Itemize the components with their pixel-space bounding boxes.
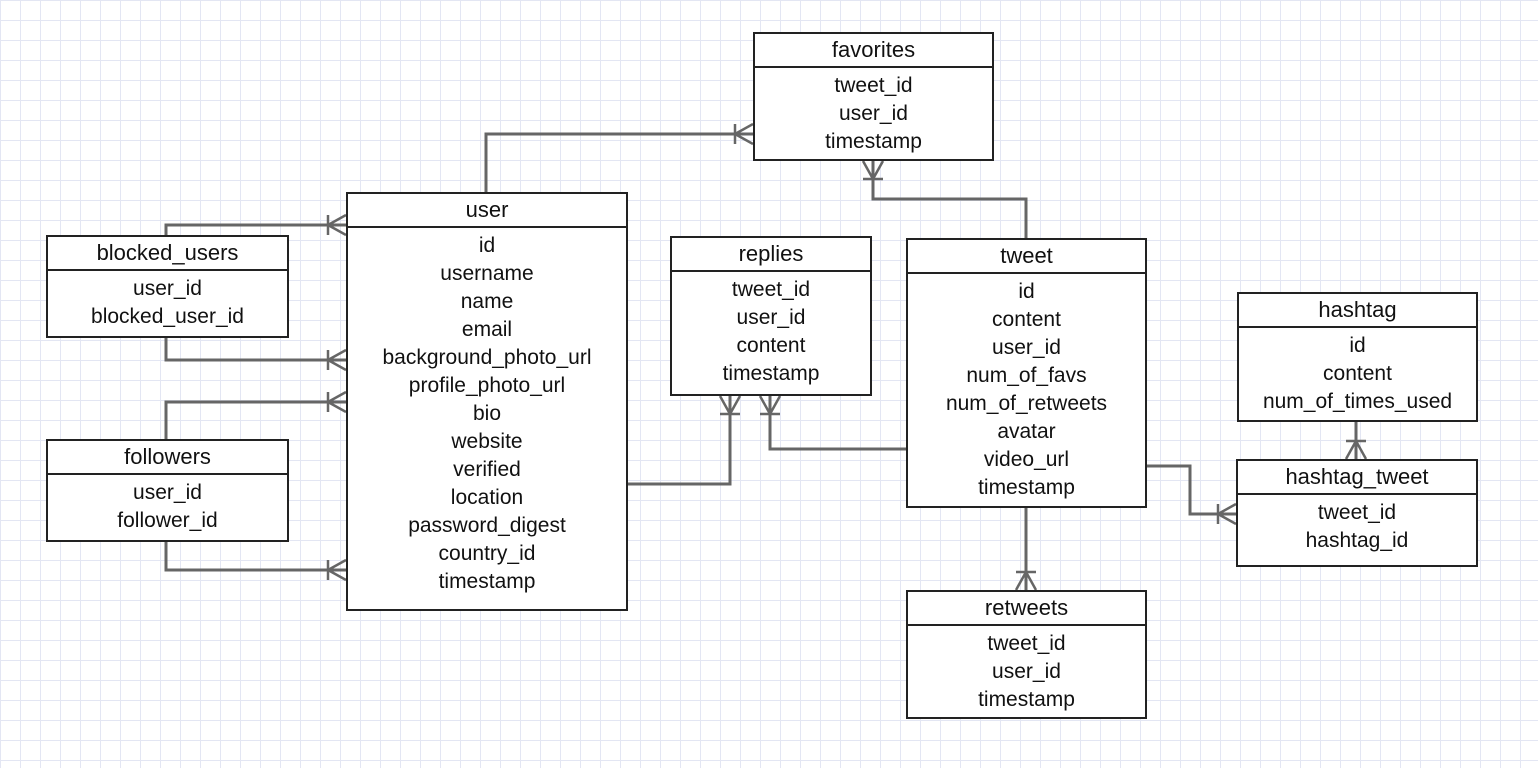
entity-hashtag-tweet[interactable]: hashtag_tweet tweet_id hashtag_id [1236,459,1478,567]
entity-field: user_id [133,481,202,504]
entity-field: user_id [992,336,1061,359]
entity-field: num_of_retweets [945,392,1108,415]
entity-field: username [440,262,534,285]
entity-title: blocked_users [48,237,287,271]
entity-field: blocked_user_id [91,305,244,328]
entity-followers[interactable]: followers user_id follower_id [46,439,289,542]
relationship-followers-user [164,390,347,439]
entity-field: num_of_times_used [1262,390,1453,413]
entity-field-list: id content num_of_times_used [1239,328,1476,416]
entity-field: verified [453,458,521,481]
entity-title: favorites [755,34,992,68]
entity-field-list: id content user_id num_of_favs num_of_retwee… [908,274,1145,502]
entity-hashtag[interactable]: hashtag id content num_of_times_used [1237,292,1478,422]
entity-field: tweet_id [1317,501,1397,524]
entity-field: email [461,318,513,341]
entity-title: hashtag_tweet [1238,461,1476,495]
entity-field: timestamp [978,688,1075,711]
entity-title: tweet [908,240,1145,274]
relationship-tweet-replies [758,395,906,451]
entity-field: id [478,234,496,257]
entity-field: user_id [736,306,806,329]
relationship-tweet-retweets [1014,508,1038,591]
entity-title: user [348,194,626,228]
entity-title: hashtag [1239,294,1476,328]
entity-field: tweet_id [987,632,1066,655]
entity-field: num_of_favs [966,364,1087,387]
entity-field: user_id [839,102,908,125]
entity-field: follower_id [117,509,218,532]
entity-field: location [450,486,524,509]
entity-field-list: tweet_id user_id timestamp [755,68,992,156]
entity-field: video_url [983,448,1070,471]
entity-field: user_id [992,660,1061,683]
entity-favorites[interactable]: favorites tweet_id user_id timestamp [753,32,994,161]
entity-field: bio [472,402,502,425]
entity-field: tweet_id [731,278,811,301]
entity-field-list: user_id blocked_user_id [48,271,287,331]
entity-field: timestamp [438,570,536,593]
entity-title: replies [672,238,870,272]
entity-title: followers [48,441,287,475]
entity-field: timestamp [722,362,820,385]
entity-field: user_id [133,277,202,300]
relationship-tweet-hashtag-tweet [1147,464,1237,526]
relationship-tweet-favorites [861,160,1028,238]
entity-tweet[interactable]: tweet id content user_id num_of_favs num_of_… [906,238,1147,508]
entity-field: timestamp [978,476,1075,499]
entity-field: content [736,334,806,357]
entity-field: name [460,290,514,313]
entity-field: password_digest [408,514,566,537]
relationship-followers-user [164,542,347,582]
relationship-user-favorites [484,122,754,192]
entity-field: id [1018,280,1035,303]
entity-field: profile_photo_url [408,374,566,397]
relationship-blocked-users-user [164,338,347,372]
entity-field-list: tweet_id user_id timestamp [908,626,1145,714]
entity-user[interactable]: user id username name email background_photo… [346,192,628,611]
entity-field: hashtag_id [1305,529,1409,552]
entity-field: id [1349,334,1366,357]
entity-field: website [451,430,523,453]
entity-field: avatar [997,420,1056,443]
relationship-hashtag-hashtag-tweet [1344,422,1368,460]
entity-field: content [1323,362,1392,385]
relationship-blocked-users-user [164,213,347,237]
entity-field: tweet_id [834,74,913,97]
entity-field: timestamp [825,130,922,153]
entity-field: background_photo_url [382,346,592,369]
entity-field-list: user_id follower_id [48,475,287,535]
entity-retweets[interactable]: retweets tweet_id user_id timestamp [906,590,1147,719]
entity-field: country_id [438,542,536,565]
relationship-user-replies [628,395,742,486]
entity-field: content [992,308,1061,331]
entity-blocked-users[interactable]: blocked_users user_id blocked_user_id [46,235,289,338]
entity-field-list: tweet_id hashtag_id [1238,495,1476,555]
entity-title: retweets [908,592,1145,626]
